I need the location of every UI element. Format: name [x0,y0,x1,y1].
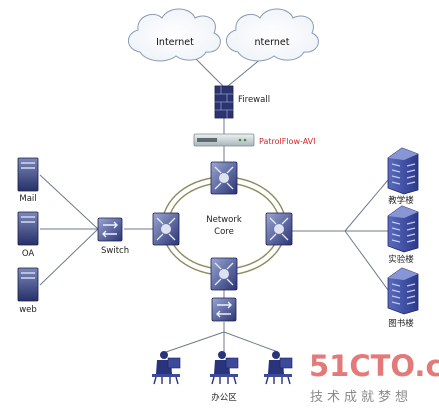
building-3-label: 图书楼 [388,318,414,329]
core-router-left-icon [152,212,180,246]
server-mail-label: Mail [19,194,36,204]
appliance-icon [193,133,255,147]
link-building3 [344,230,389,291]
appliance-label: PatrolFlow-AVI [259,137,316,146]
cloud-label-left: Internet [156,37,194,48]
watermark-slogan: 技术成就梦想 [310,389,412,405]
core-router-right-icon [265,212,293,246]
cloud-label-right: nternet [255,37,290,48]
core-router-top-icon [210,161,238,195]
cloud-internet-right: nternet [226,8,319,62]
building-3-icon [387,267,419,315]
core-label-line1: Network [206,215,242,225]
switch-icon [97,217,123,242]
office-label: 办公区 [211,392,237,403]
building-1-icon [387,147,419,195]
server-web-icon [17,267,39,302]
link-cloud-right-firewall [227,57,263,87]
server-web-label: web [19,305,37,315]
link-web-switch [39,228,99,286]
link-cloud-left-firewall [194,57,224,87]
link-building1 [344,179,389,232]
firewall-label: Firewall [238,95,270,105]
building-2-label: 实验楼 [388,254,414,265]
watermark-logo: 51CTO.com [309,349,439,383]
workstation-1-icon [152,351,181,385]
server-mail-icon [17,157,39,192]
server-oa-label: OA [22,249,35,259]
firewall-icon [214,85,234,119]
core-router-bottom-icon [210,257,238,291]
workstation-3-icon [264,351,293,385]
links [39,57,389,353]
cloud-internet-left: Internet [128,8,221,62]
switch-label: Switch [101,246,129,256]
link-mail-switch [39,174,99,230]
workstation-2-icon [210,351,239,385]
building-1-label: 教学楼 [388,195,414,206]
core-label-line2: Core [214,227,234,237]
link-office-pc3 [223,331,279,353]
building-2-icon [387,205,419,253]
office-switch-icon [211,297,237,322]
link-office-pc1 [165,331,225,353]
server-oa-icon [17,211,39,246]
